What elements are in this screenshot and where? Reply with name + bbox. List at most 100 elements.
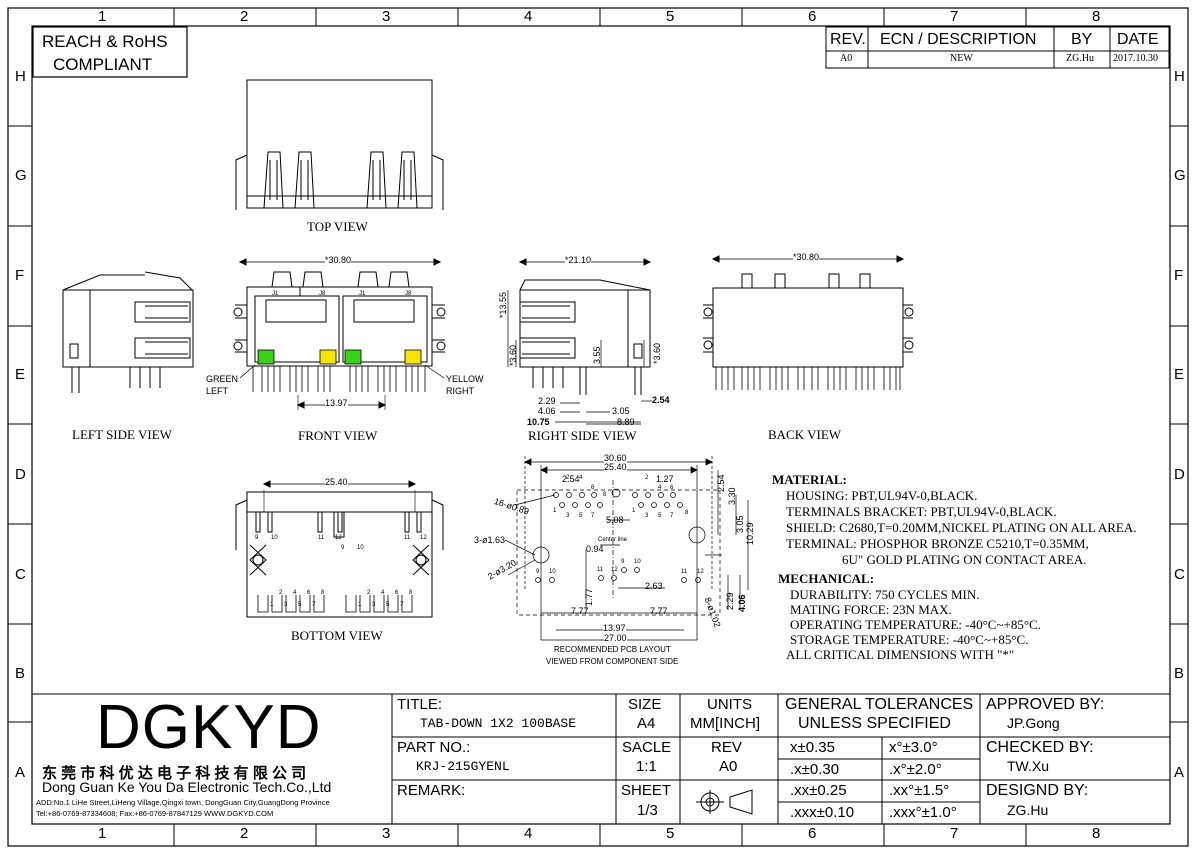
grid-col-6-bottom: 6 [808,825,817,842]
bottom-pin-1a: 1 [270,602,274,608]
pcb-3h-dim: 3-ø1.63 [474,535,506,545]
tolerances-line2: UNLESS SPECIFIED [798,715,951,732]
material-line-3: SHIELD: C2680,T=0.20MM,NICKEL PLATING ON… [786,520,1137,535]
date-header: DATE [1117,31,1159,48]
pcb-406-dim: 4.06 [737,594,747,612]
right-label: RIGHT [446,386,474,396]
grid-col-4-top: 4 [524,8,533,25]
bottom-pin-5a: 5 [298,602,302,608]
rev-header: REV. [830,31,866,48]
pcb-263-dim: 2.63 [645,581,663,591]
grid-col-6-top: 6 [808,8,817,25]
back-view [703,255,914,390]
mechanical-heading: MECHANICAL: [778,571,875,586]
center-line-label: Center line [598,537,628,543]
material-line-1: HOUSING: PBT,UL94V-0,BLACK. [786,488,978,503]
grid-col-1-top: 1 [98,8,107,25]
pcb-pin-3b: 3 [645,513,649,519]
right-width-dim: *21.10 [565,255,592,265]
pcb-pin-9b: 9 [621,559,625,565]
tol-angular-1: .x°±2.0° [889,761,942,778]
yellow-led-right [404,349,422,365]
part-no-value: KRJ-215GYENL [416,759,510,774]
grid-row-a-right: A [1174,764,1185,781]
inner-border [31,25,1171,825]
design-value: ZG.Hu [1007,802,1049,818]
grid-col-1-bottom: 1 [98,825,107,842]
bottom-pin-6b: 6 [395,590,399,596]
grid-row-g-right: G [1174,167,1186,184]
pcb-330-dim: 3.30 [727,487,737,505]
bottom-pin-12a: 12 [335,535,342,541]
grid-col-5-bottom: 5 [666,825,675,842]
top-view-label: TOP VIEW [307,219,368,234]
scale-value: 1:1 [636,758,657,775]
pcb-pin-1a: 1 [553,508,557,514]
by-header: BY [1071,31,1093,48]
j8-right: J8 [405,291,412,297]
mechanical-line-5: ALL CRITICAL DIMENSIONS WITH "*" [786,647,1015,662]
projection-symbol-icon [694,788,756,816]
revision-table [825,26,1170,69]
material-line-5: 6U" GOLD PLATING ON CONTACT AREA. [842,552,1087,567]
bottom-pin-7b: 7 [400,602,404,608]
pcb-pin-1b: 1 [632,508,636,514]
rev-label: REV [711,739,742,756]
pcb-pin-11b: 11 [681,569,688,575]
bottom-pin-6a: 6 [307,590,311,596]
green-led-left [257,349,275,365]
pcb-pin-5a: 5 [579,513,583,519]
approved-label: APPROVED BY: [986,696,1105,713]
title-label: TITLE: [397,696,443,713]
front-width-dim: *30.80 [325,255,352,265]
right-side-view-label: RIGHT SIDE VIEW [528,428,637,443]
grid-row-g-left: G [15,167,27,184]
tol-linear-3: .xxx±0.10 [790,804,855,821]
checked-value: TW.Xu [1007,758,1050,774]
bottom-pin-8a: 8 [321,590,325,596]
right-889-dim: 8.89 [617,417,635,427]
pcb-pin-2a: 2 [566,475,570,481]
grid-row-c-right: C [1174,566,1185,583]
pcb-229-dim: 2.29 [725,592,735,610]
pcb-2540-dim: 25.40 [604,462,627,472]
grid-row-h-left: H [15,68,26,85]
by-value: ZG.Hu [1066,53,1095,64]
bottom-pin-2a: 2 [279,590,283,596]
pcb-777a-dim: 7.77 [571,606,589,616]
rev-value-block: A0 [719,758,738,775]
pcb-508-dim: 5.08 [606,515,624,525]
bottom-view-label: BOTTOM VIEW [291,628,383,643]
bottom-pin-2b: 2 [367,590,371,596]
pcb-pin-10b: 10 [634,559,641,565]
title-value: TAB-DOWN 1X2 100BASE [420,716,577,731]
grid-row-h-right: H [1174,68,1185,85]
grid-row-e-right: E [1174,366,1185,383]
pcb-pin-8b: 8 [685,510,689,516]
pcb-254a-dim: 2.54 [562,474,580,484]
mechanical-line-4: STORAGE TEMPERATURE: -40°C~+85°C. [790,632,1029,647]
bottom-pin-12b: 12 [420,535,427,541]
grid-col-7-bottom: 7 [950,825,959,842]
company-logo: DGKYD [96,693,322,762]
grid-row-f-left: F [15,267,25,284]
grid-col-5-top: 5 [666,8,675,25]
mechanical-line-1: DURABILITY: 750 CYCLES MIN. [790,587,980,602]
company-chinese-name: 东 莞 市 科 优 达 电 子 科 技 有 限 公 司 [42,765,307,782]
bottom-pin-5b: 5 [386,602,390,608]
bottom-pin-11a: 11 [318,535,325,541]
front-pitch-dim: 13.97 [325,398,348,408]
tol-angular-0: x°±3.0° [889,739,938,756]
date-value: 2017.10.30 [1113,53,1158,64]
company-english-name: Dong Guan Ke You Da Electronic Tech.Co.,… [42,779,332,795]
checked-label: CHECKED BY: [986,739,1094,756]
material-line-4: TERMINAL: PHOSPHOR BRONZE C5210,T=0.35MM… [786,536,1089,551]
grid-row-c-left: C [15,566,26,583]
title-block [32,693,1170,824]
back-view-label: BACK VIEW [768,427,842,442]
compliance-box [32,26,188,78]
outer-border [7,7,1189,847]
grid-row-a-left: A [15,764,26,781]
grid-row-d-left: D [15,466,26,483]
sheet-value: 1/3 [637,802,658,819]
